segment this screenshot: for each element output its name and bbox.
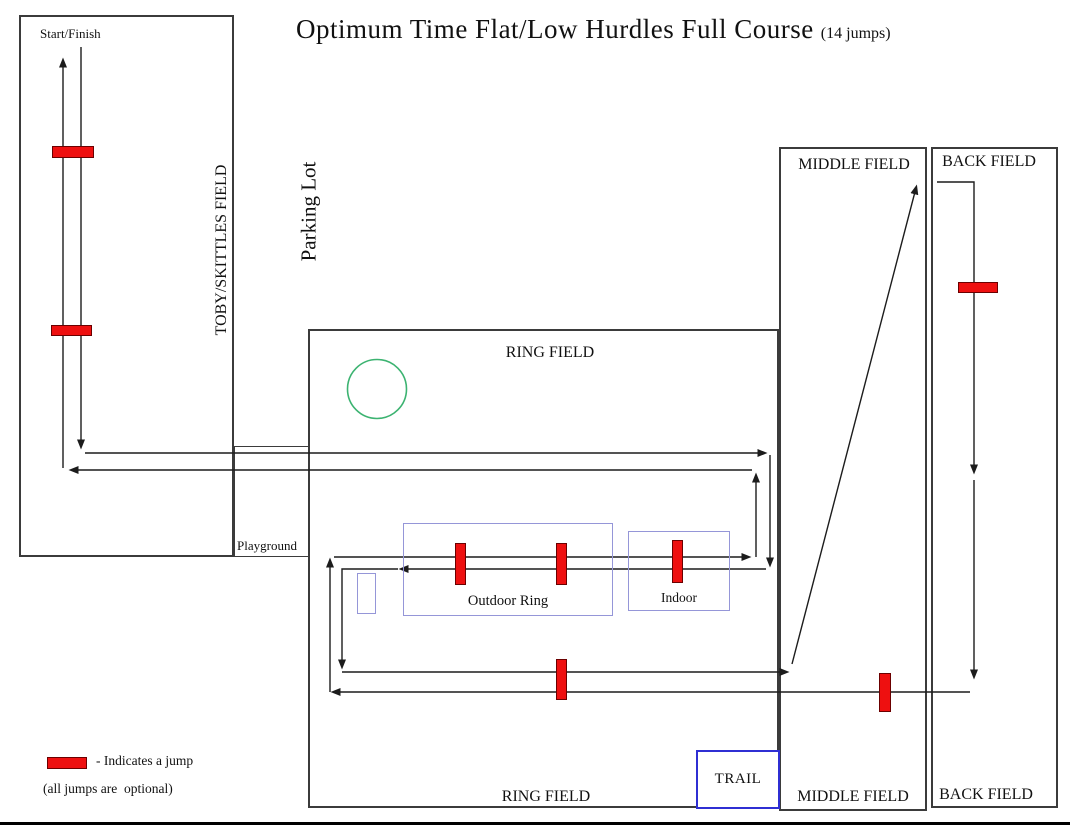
- middle-field-label-top: MIDDLE FIELD: [798, 156, 910, 173]
- page-title-text: Optimum Time Flat/Low Hurdles Full Cours…: [296, 14, 814, 44]
- page-bottom-rule: [0, 822, 1070, 825]
- ring-field-outline: [308, 329, 779, 808]
- indoor-arena-outline: [628, 531, 730, 611]
- legend-text: - Indicates a jump: [96, 753, 194, 768]
- back-field-label-bottom: BACK FIELD: [939, 786, 1033, 803]
- jump-marker: [455, 543, 466, 585]
- back-field-outline: [931, 147, 1058, 808]
- trail-label: TRAIL: [714, 771, 762, 787]
- jump-marker: [556, 659, 567, 700]
- shed-outline: [357, 573, 376, 614]
- jump-marker: [52, 146, 94, 158]
- outdoor-ring-label: Outdoor Ring: [467, 593, 549, 609]
- jump-count-note: (14 jumps): [820, 25, 891, 42]
- jump-marker: [958, 282, 998, 293]
- trail-box: TRAIL: [696, 750, 780, 809]
- indoor-label: Indoor: [661, 590, 697, 605]
- toby-skittles-field-label: TOBY/SKITTLES FIELD: [213, 164, 230, 336]
- ring-field-label-bottom: RING FIELD: [501, 788, 591, 805]
- back-field-label-top: BACK FIELD: [942, 153, 1036, 170]
- page-title: Optimum Time Flat/Low Hurdles Full Cours…: [296, 14, 891, 45]
- jump-marker: [556, 543, 567, 585]
- playground-label: Playground: [237, 538, 297, 553]
- middle-field-outline: [779, 147, 927, 811]
- jump-marker: [879, 673, 891, 712]
- legend-note: (all jumps are optional): [43, 781, 173, 796]
- jump-marker: [51, 325, 92, 336]
- start-finish-label: Start/Finish: [40, 26, 101, 41]
- middle-field-label-bottom: MIDDLE FIELD: [797, 788, 909, 805]
- legend-jump-swatch: [47, 757, 87, 769]
- jump-marker: [672, 540, 683, 583]
- toby-skittles-field-outline: [19, 15, 234, 557]
- ring-field-label-top: RING FIELD: [505, 344, 595, 361]
- parking-lot-label: Parking Lot: [296, 161, 321, 262]
